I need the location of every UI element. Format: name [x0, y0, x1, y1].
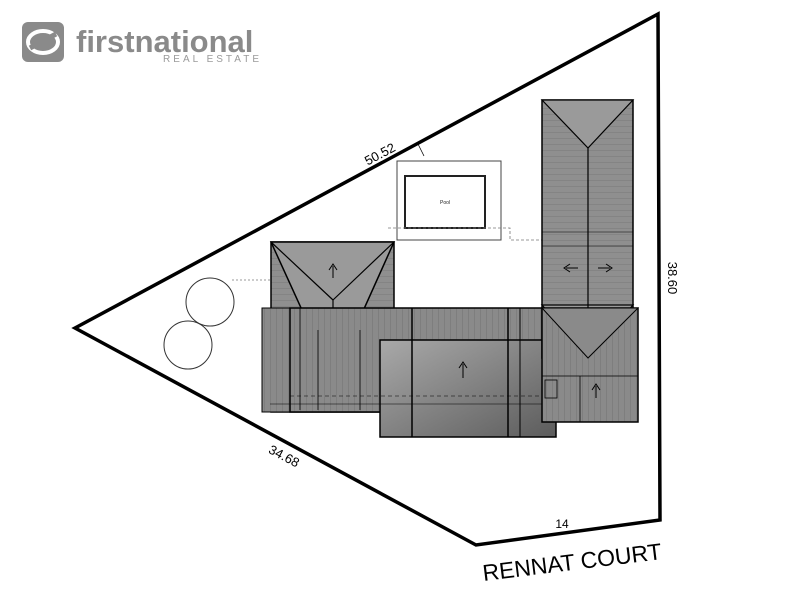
pool-label: Pool [440, 200, 450, 206]
arrow-up-icon [591, 383, 601, 398]
boundary-frontage: 14 [555, 517, 569, 531]
tree-icon [185, 277, 235, 327]
pool: Pool [388, 160, 546, 241]
roof-left-wing-valley [270, 241, 334, 301]
logo-swoosh-cut [28, 31, 58, 51]
boundary-tick [417, 143, 425, 157]
arrow-right-icon [598, 263, 613, 273]
lot-boundary [71, 11, 662, 547]
roof-right-lower [540, 307, 640, 423]
arrow-left-icon [563, 263, 578, 273]
arrow-up-icon [328, 263, 338, 278]
roof-right-wing-hip [540, 99, 635, 149]
roof-left-annex [261, 307, 293, 413]
boundary-east: 38.60 [665, 262, 680, 295]
roof-right-lower-box [544, 379, 558, 399]
arrow-up-icon [458, 361, 468, 378]
brand-name: firstnational [76, 24, 253, 59]
brand-logo: firstnational REAL ESTATE [22, 22, 262, 65]
tree-icon [163, 320, 213, 370]
logo-swoosh-icon [26, 29, 60, 55]
brand-tagline: REAL ESTATE [163, 54, 262, 65]
street-name: RENNAT COURT [481, 538, 663, 586]
roof-central-lower [379, 339, 557, 438]
roof-right-lower-hip [540, 307, 640, 359]
roof-left-wing-valley [332, 241, 395, 301]
roof-central [270, 307, 557, 438]
